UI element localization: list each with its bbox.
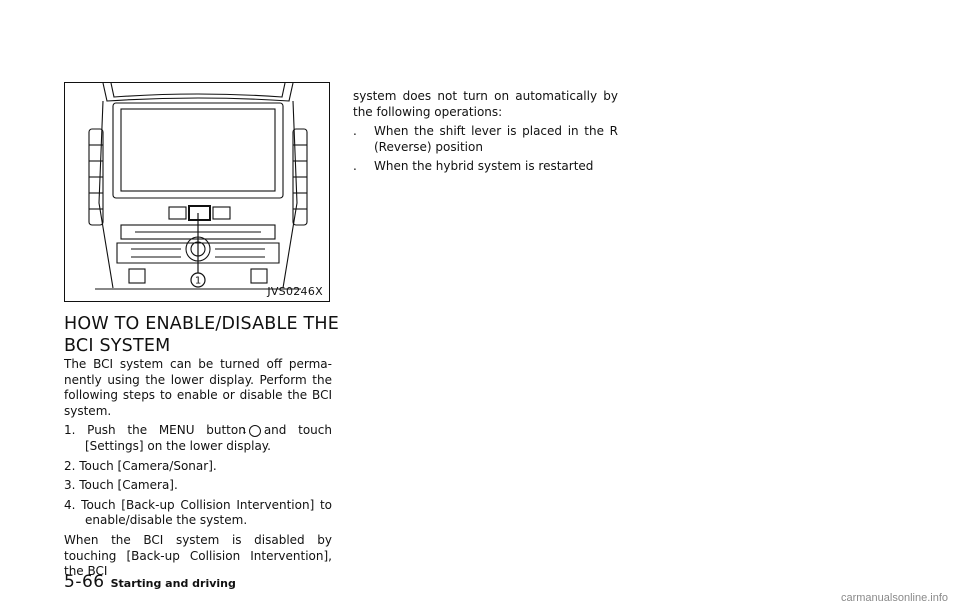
intro-paragraph: The BCI system can be turned off perma-n… [64,357,332,418]
page-number: 5-66 [64,572,105,592]
step-1-text-a: 1. Push the MENU button [64,423,246,438]
heading-line-1: HOW TO ENABLE/DISABLE THE [64,314,339,334]
bullet-text: When the shift lever is placed in the R … [374,124,618,154]
bullet-text: When the hybrid system is restarted [374,159,594,174]
figure-code: JVS0246X [267,285,323,298]
console-illustration: 1 JVS0246X [64,82,330,302]
step-2: 2. Touch [Camera/Sonar]. [64,458,217,473]
step-3: 3. Touch [Camera]. [64,478,178,493]
bullet-item: . When the shift lever is placed in the R… [353,124,618,155]
section-heading: HOW TO ENABLE/DISABLE THE BCI SYSTEM [64,313,344,357]
bullet-dot-icon: . [353,124,357,139]
watermark: carmanualsonline.info [840,592,948,604]
left-column: The BCI system can be turned off perma-n… [64,357,332,584]
continued-paragraph: system does not turn on automatically by… [353,89,618,119]
step-1-text-b: and touch [Settings] on the lower displa… [85,423,332,453]
center-console-drawing: 1 [88,83,308,290]
bullet-item: . When the hybrid system is restarted [353,159,618,175]
step-4: 4. Touch [Back-up Collision Intervention… [64,497,332,528]
disabled-paragraph: When the BCI system is disabled by touch… [64,532,332,579]
heading-line-2: BCI SYSTEM [64,336,171,356]
bullet-dot-icon: . [353,159,357,174]
footer-section-name: Starting and driving [110,577,236,590]
menu-button-callout-icon: 1 [242,425,261,438]
right-column: system does not turn on automatically by… [353,89,618,179]
callout-number: 1 [195,276,201,287]
page-footer: 5-66 Starting and driving [64,572,236,592]
